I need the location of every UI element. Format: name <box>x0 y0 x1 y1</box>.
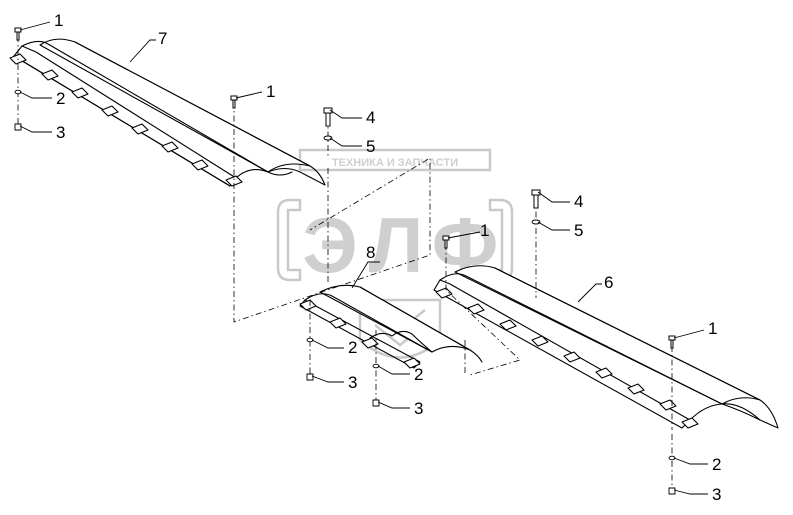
washer-5b-icon <box>531 219 541 225</box>
callout-3: 3 <box>414 399 423 418</box>
nut-3b-icon <box>306 373 314 381</box>
part-8-cover <box>299 284 483 369</box>
part-7-cover <box>9 38 326 187</box>
callout-2: 2 <box>414 365 423 384</box>
bolt-4a-icon <box>323 107 333 127</box>
callout-labels: 1 2 3 7 1 4 5 8 1 4 5 6 2 3 2 3 1 2 3 <box>54 11 721 504</box>
callout-6: 6 <box>604 273 613 292</box>
callout-5: 5 <box>574 221 583 240</box>
callout-1: 1 <box>708 319 717 338</box>
callout-2: 2 <box>56 89 65 108</box>
bolt-1c-icon <box>442 235 450 249</box>
callout-8: 8 <box>366 243 375 262</box>
callout-2: 2 <box>348 338 357 357</box>
part-6-cover <box>433 265 779 429</box>
callout-3: 3 <box>348 373 357 392</box>
watermark-letter-l: Л <box>369 201 424 289</box>
bolt-1d-icon <box>668 335 676 349</box>
callout-5: 5 <box>366 137 375 156</box>
bolt-1b-icon <box>230 95 238 109</box>
callout-1: 1 <box>266 82 275 101</box>
callout-3: 3 <box>712 485 721 504</box>
nut-3a-icon <box>14 123 22 131</box>
nut-3d-icon <box>668 487 676 495</box>
leader-lines <box>19 21 708 495</box>
watermark-top-text: ТЕХНИКА И ЗАПЧАСТИ <box>332 157 458 169</box>
callout-2: 2 <box>712 455 721 474</box>
washer-5a-icon <box>323 135 333 141</box>
callout-7: 7 <box>158 29 167 48</box>
fasteners <box>14 27 676 495</box>
callout-1: 1 <box>54 11 63 30</box>
callout-3: 3 <box>56 123 65 142</box>
callout-1: 1 <box>480 221 489 240</box>
bolt-1a-icon <box>14 27 22 41</box>
nut-3c-icon <box>372 399 380 407</box>
callout-4: 4 <box>366 108 375 127</box>
washer-2c-icon <box>372 363 380 369</box>
callout-4: 4 <box>574 192 583 211</box>
watermark-letter-e: Э <box>302 201 358 289</box>
bolt-4b-icon <box>531 189 541 209</box>
